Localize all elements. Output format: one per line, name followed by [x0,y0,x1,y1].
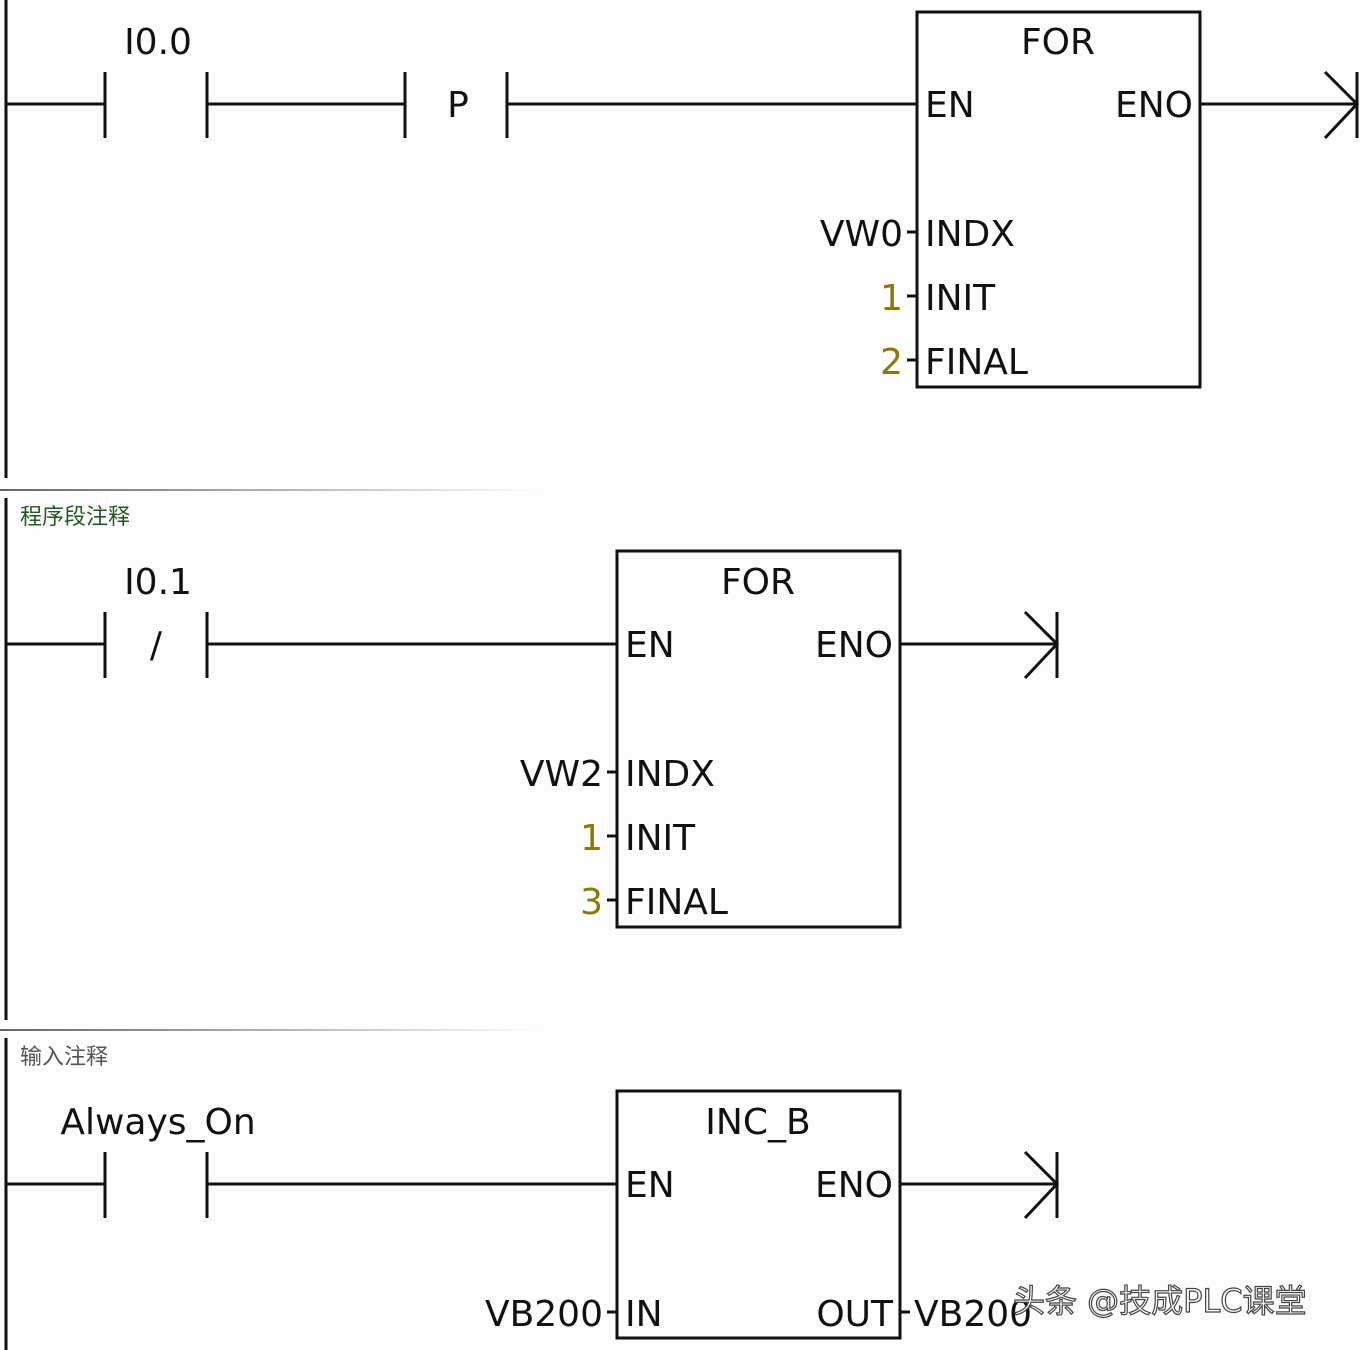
inc-b-box[interactable]: INC_B EN ENO IN OUT VB200 VB200 [485,1089,1032,1340]
network-3[interactable]: 输入注释 Always_On INC_B EN ENO IN OUT VB200… [4,1038,1060,1350]
box-title: INC_B [705,1102,810,1143]
en-pin: EN [925,85,975,126]
out-pin: OUT [816,1294,894,1335]
init-value[interactable]: 1 [880,278,903,319]
network-separator [0,489,540,491]
output-arrow [900,610,1060,680]
for-box[interactable]: FOR EN ENO INDX INIT FINAL VW2 1 3 [520,549,902,929]
positive-edge-contact[interactable]: P [403,72,509,138]
out-value[interactable]: VB200 [914,1294,1032,1335]
contact-label: Always_On [60,1102,255,1143]
eno-pin: ENO [1115,85,1193,126]
in-pin: IN [625,1294,663,1335]
indx-value[interactable]: VW2 [520,754,603,795]
final-value[interactable]: 2 [880,342,903,383]
final-value[interactable]: 3 [580,882,603,923]
init-value[interactable]: 1 [580,818,603,859]
final-pin: FINAL [625,882,728,923]
indx-value[interactable]: VW0 [820,214,903,255]
network-separator [0,1029,540,1031]
output-arrow [1200,70,1360,140]
final-pin: FINAL [925,342,1028,383]
en-pin: EN [625,1165,675,1206]
contact-label: I0.0 [124,22,192,63]
in-value[interactable]: VB200 [485,1294,603,1335]
box-title: FOR [721,562,795,603]
for-box[interactable]: FOR EN ENO INDX INIT FINAL VW0 1 2 [820,10,1202,389]
eno-pin: ENO [815,1165,893,1206]
contact-always-on[interactable]: Always_On [6,1102,256,1218]
init-pin: INIT [625,818,696,859]
network-1[interactable]: I0.0 P FOR EN ENO INDX INIT FINAL VW0 1 … [4,0,1360,478]
watermark: 头条 @技成PLC课堂 [1013,1282,1307,1320]
output-arrow [900,1150,1060,1220]
network-2[interactable]: 程序段注释 / I0.1 FOR EN ENO INDX INIT FINAL … [4,498,1060,1020]
eno-pin: ENO [815,625,893,666]
network-comment[interactable]: 输入注释 [20,1045,108,1070]
en-pin: EN [625,625,675,666]
contact-symbol: / [150,625,163,666]
init-pin: INIT [925,278,996,319]
contact-i0-0[interactable]: I0.0 [6,22,209,138]
edge-label: P [447,85,469,126]
indx-pin: INDX [925,214,1015,255]
contact-label: I0.1 [124,562,192,603]
indx-pin: INDX [625,754,715,795]
network-comment[interactable]: 程序段注释 [20,505,130,530]
contact-i0-1-normally-closed[interactable]: / I0.1 [6,562,209,678]
box-title: FOR [1021,22,1095,63]
